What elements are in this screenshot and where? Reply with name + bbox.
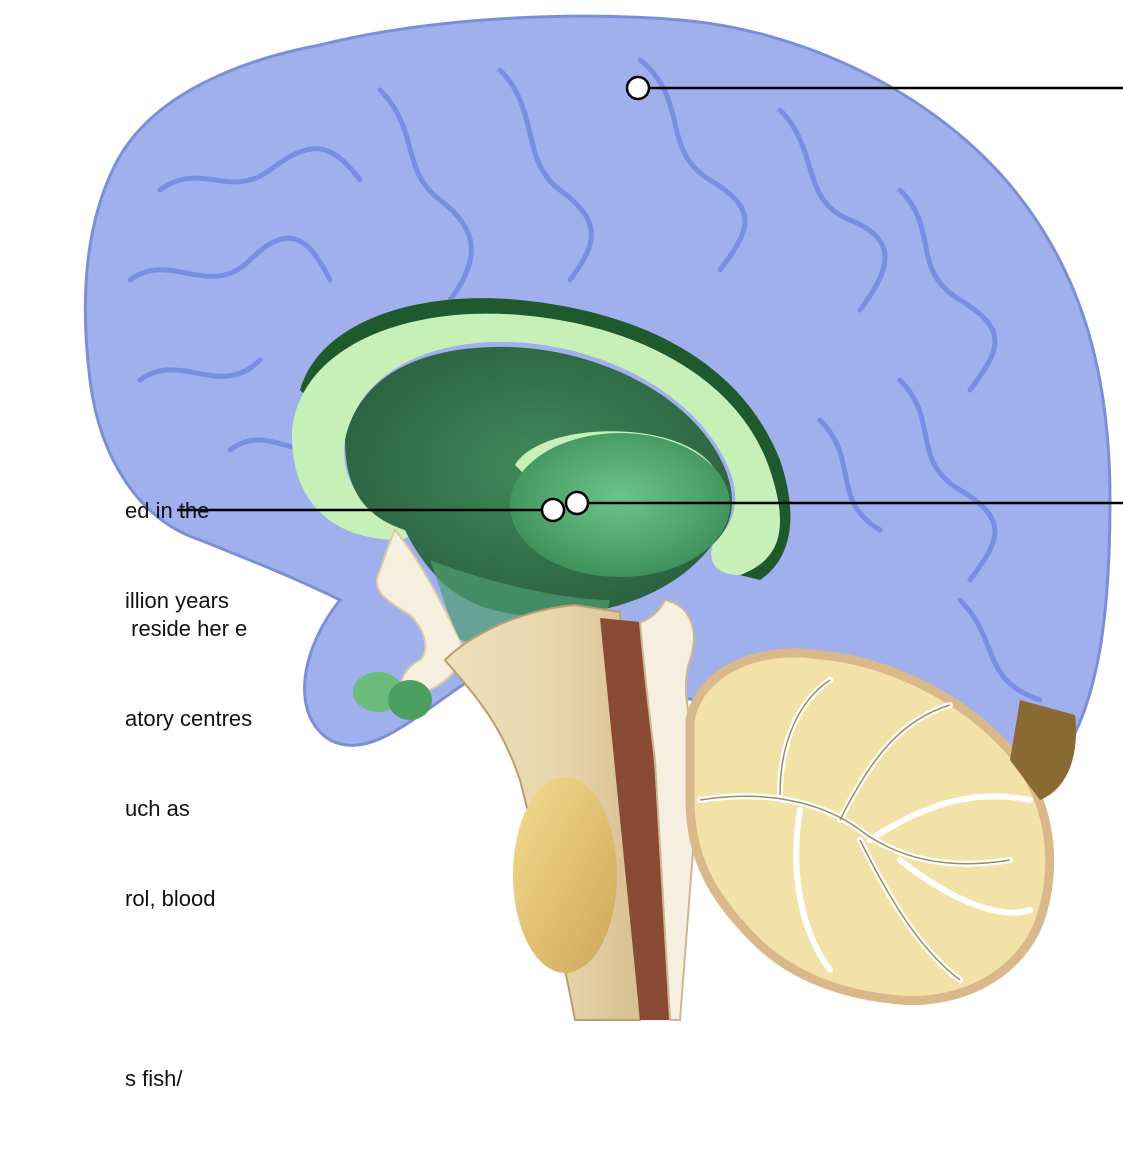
annotation-line: rol, blood (125, 884, 252, 914)
marker-dot-icon (542, 499, 564, 521)
annotation-line: uch as (125, 794, 252, 824)
annotation-text-lower: reside her e atory centres uch as rol, b… (125, 554, 252, 1154)
annotation-line: ed in the (125, 496, 229, 526)
annotation-line (125, 974, 252, 1004)
annotation-line: s fish/ (125, 1064, 252, 1094)
annotation-line: atory centres (125, 704, 252, 734)
marker-dot-icon (566, 492, 588, 514)
marker-dot-icon (627, 77, 649, 99)
brain-diagram: ed in the illion years reside her e ator… (0, 0, 1123, 1039)
pons (513, 777, 617, 973)
pituitary-lobe-2 (388, 680, 432, 720)
annotation-line: reside her e (125, 614, 252, 644)
